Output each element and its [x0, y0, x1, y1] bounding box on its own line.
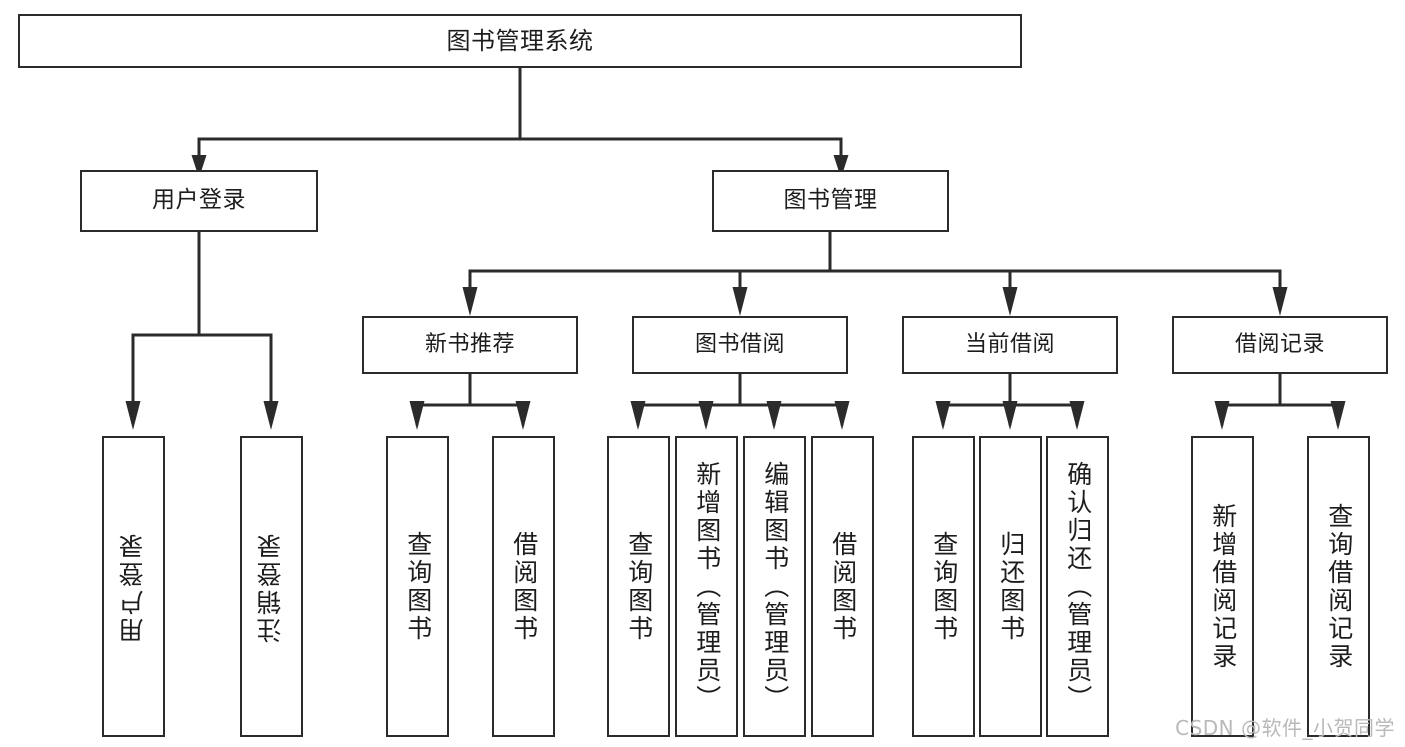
node-label: 图书管理	[783, 187, 878, 214]
leaf-edit-book-admin[interactable]: 编辑图书（管理员）	[743, 436, 806, 737]
node-label: 借阅图书	[509, 530, 539, 643]
node-label: 借阅图书	[828, 530, 858, 643]
node-label: 查询图书	[624, 530, 654, 643]
leaf-query-borrow-record[interactable]: 查询借阅记录	[1307, 436, 1370, 737]
leaf-user-login[interactable]: 用户登录	[102, 436, 165, 737]
node-label: 新增图书（管理员）	[692, 460, 722, 713]
node-book-manage[interactable]: 图书管理	[712, 170, 949, 232]
node-borrow-record[interactable]: 借阅记录	[1172, 316, 1388, 374]
leaf-return-book[interactable]: 归还图书	[979, 436, 1042, 737]
node-user-login[interactable]: 用户登录	[80, 170, 318, 232]
leaf-add-book-admin[interactable]: 新增图书（管理员）	[675, 436, 738, 737]
node-label: 查询图书	[403, 530, 433, 643]
watermark-text: CSDN @软件_小贺同学	[1175, 716, 1395, 740]
leaf-query-book-borrow[interactable]: 查询图书	[607, 436, 670, 737]
node-label: 新书推荐	[424, 331, 515, 357]
node-root-system[interactable]: 图书管理系统	[18, 14, 1022, 68]
node-label: 图书借阅	[694, 331, 785, 357]
leaf-confirm-return-admin[interactable]: 确认归还（管理员）	[1046, 436, 1109, 737]
node-label: 图书管理系统	[446, 26, 594, 55]
node-label: 编辑图书（管理员）	[760, 460, 790, 713]
node-label: 查询借阅记录	[1324, 502, 1354, 671]
node-label: 用户登录	[152, 187, 246, 214]
leaf-borrow-book[interactable]: 借阅图书	[811, 436, 874, 737]
node-book-borrow[interactable]: 图书借阅	[632, 316, 848, 374]
node-current-borrow[interactable]: 当前借阅	[902, 316, 1118, 374]
leaf-user-logout[interactable]: 注销登录	[240, 436, 303, 737]
node-label: 查询图书	[929, 530, 959, 643]
leaf-query-book-rec[interactable]: 查询图书	[386, 436, 449, 737]
leaf-borrow-book-rec[interactable]: 借阅图书	[492, 436, 555, 737]
node-label: 归还图书	[996, 530, 1026, 643]
node-label: 用户登录	[118, 530, 148, 643]
leaf-query-book-current[interactable]: 查询图书	[912, 436, 975, 737]
node-label: 注销登录	[256, 530, 286, 643]
node-label: 确认归还（管理员）	[1063, 460, 1093, 713]
node-new-book-recommendation[interactable]: 新书推荐	[362, 316, 578, 374]
node-label: 借阅记录	[1234, 331, 1325, 357]
leaf-add-borrow-record[interactable]: 新增借阅记录	[1191, 436, 1254, 737]
node-label: 当前借阅	[964, 331, 1055, 357]
node-label: 新增借阅记录	[1208, 502, 1238, 671]
